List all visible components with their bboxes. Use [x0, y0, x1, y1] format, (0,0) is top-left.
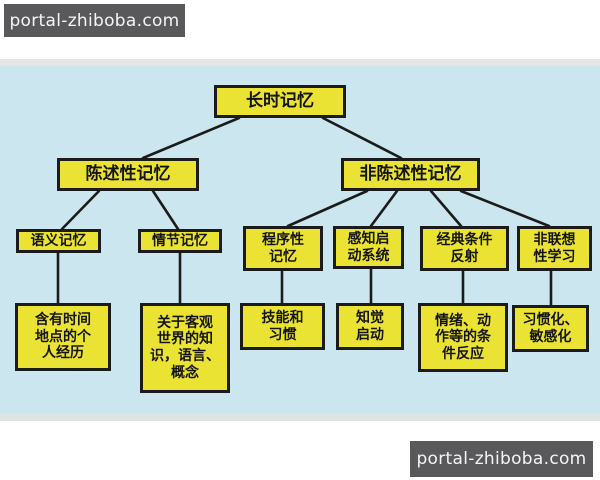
node-classical-conditioning: 经典条件 反射	[420, 226, 509, 271]
node-perceptual-priming-desc: 知觉 启动	[336, 303, 404, 350]
node-skills-habits-desc: 技能和 习惯	[240, 303, 325, 350]
node-world-knowledge-desc: 关于客观 世界的知 识，语言、 概念	[140, 303, 230, 393]
node-long-term-memory: 长时记忆	[214, 85, 346, 118]
node-personal-experience-desc: 含有时间 地点的个 人经历	[15, 303, 111, 371]
watermark-text: portal-zhiboba.com	[416, 449, 587, 469]
watermark-top-left: portal-zhiboba.com	[4, 4, 185, 37]
node-nondeclarative-memory: 非陈述性记忆	[341, 158, 480, 191]
node-declarative-memory: 陈述性记忆	[57, 158, 199, 191]
node-nonassociative-learning: 非联想 性学习	[517, 226, 592, 271]
watermark-text: portal-zhiboba.com	[9, 10, 180, 31]
watermark-bottom-right: portal-zhiboba.com	[410, 441, 593, 477]
node-procedural-memory: 程序性 记忆	[243, 226, 323, 271]
node-episodic-memory: 情节记忆	[138, 229, 222, 253]
node-perceptual-priming-system: 感知启 动系统	[333, 226, 404, 269]
node-conditioned-response-desc: 情绪、动 作等的条 件反应	[418, 303, 508, 372]
node-semantic-memory: 语义记忆	[16, 229, 101, 253]
node-habituation-sensitization-desc: 习惯化、 敏感化	[512, 305, 589, 352]
